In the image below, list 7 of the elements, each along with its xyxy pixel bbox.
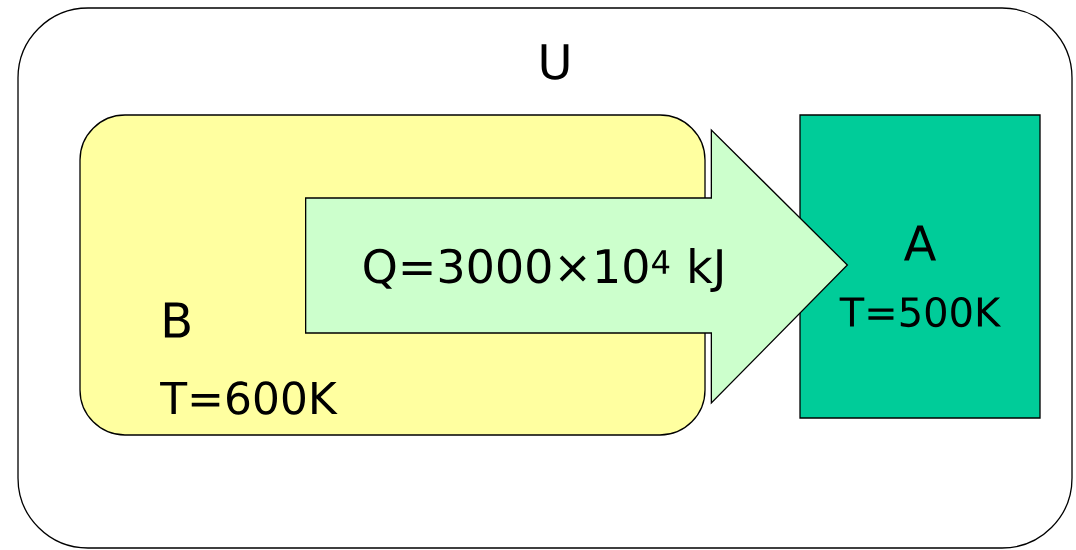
node-text: T=600K [160,381,338,415]
edge-label: Q=3000×10$^{4}$ kJ [364,247,722,293]
node-text: B [164,302,190,338]
node-text: T=500K [839,296,1002,328]
block-arrow [305,128,849,405]
node-text: A [903,225,937,261]
node-text: U [541,44,569,80]
